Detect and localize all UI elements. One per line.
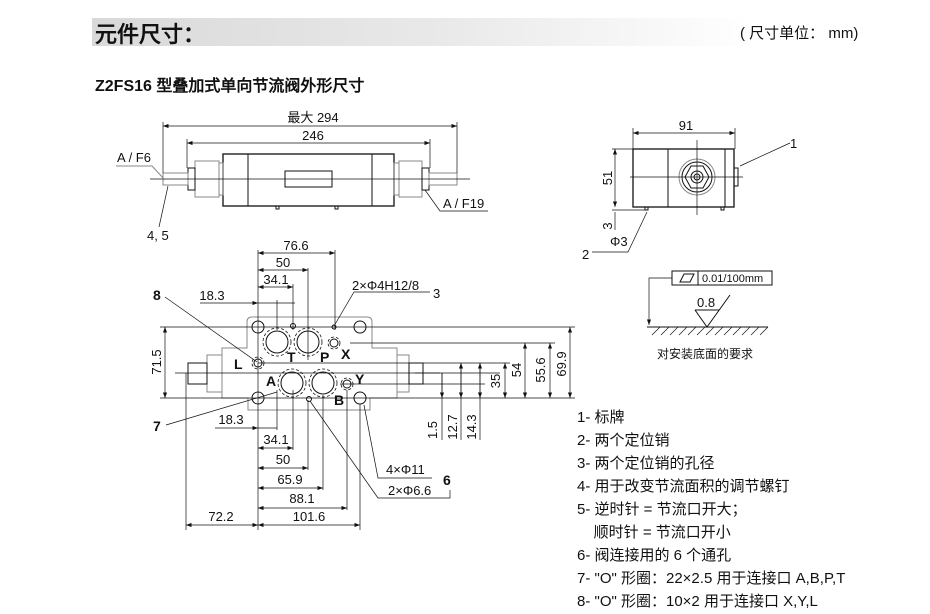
bottom-view: L T P X A Y B 76.6 50 34.1 18.3 18.3 34.… — [149, 238, 575, 530]
dim-91: 91 — [679, 118, 693, 133]
legend-item: 顺时针 = 节流口开小 — [577, 524, 731, 541]
flatness-icon — [679, 273, 695, 283]
surface-caption: 对安装底面的要求 — [657, 346, 753, 361]
dim-12-7: 12.7 — [445, 414, 460, 439]
dim-65-9: 65.9 — [277, 472, 302, 487]
unit-note: ( 尺寸单位： mm) — [740, 25, 859, 42]
dim-3: 3 — [600, 222, 615, 229]
surface-requirement: 0.01/100mm 0.8 对安装底面的要求 — [646, 270, 773, 361]
pin-diameter: Φ3 — [610, 234, 628, 249]
dim-50-top: 50 — [276, 255, 290, 270]
legend-item: 4- 用于改变节流面积的调节螺钉 — [577, 478, 790, 495]
legend-item: 3- 两个定位销的孔径 — [577, 455, 715, 472]
dim-54: 54 — [509, 363, 524, 377]
dim-72-2: 72.2 — [208, 509, 233, 524]
dim-max-294: 最大 294 — [287, 110, 338, 125]
dim-18-3-bottom: 18.3 — [218, 412, 243, 427]
dim-69-9: 69.9 — [554, 351, 569, 376]
port-t: T — [287, 349, 296, 365]
small-holes-spec: 2×Φ6.6 — [388, 483, 431, 498]
callout-6: 6 — [443, 472, 451, 488]
end-view: 91 51 3 Φ3 2 1 — [582, 118, 797, 262]
roughness-icon — [694, 294, 731, 328]
callout-7: 7 — [153, 418, 161, 434]
dim-14-3: 14.3 — [464, 414, 479, 439]
port-x: X — [341, 346, 351, 362]
section-header-bar — [92, 18, 872, 46]
dim-1-5: 1.5 — [425, 421, 440, 439]
port-l: L — [234, 356, 243, 372]
pin-hole-spec: 2×Φ4H12/8 — [352, 278, 419, 293]
dim-71-5: 71.5 — [149, 349, 164, 374]
bolt-holes-spec: 4×Φ11 — [386, 462, 425, 477]
port-b: B — [334, 392, 344, 408]
legend-item: 1- 标牌 — [577, 409, 625, 426]
callout-3: 3 — [433, 286, 440, 301]
legend-list: 1- 标牌 2- 两个定位销 3- 两个定位销的孔径 4- 用于改变节流面积的调… — [577, 406, 845, 613]
dim-35: 35 — [488, 374, 503, 388]
dim-34-1-bottom: 34.1 — [263, 432, 288, 447]
callout-8: 8 — [153, 287, 161, 303]
legend-item: 8- "O" 形圈：10×2 用于连接口 X,Y,L — [577, 593, 818, 610]
port-a: A — [266, 373, 276, 389]
dim-88-1: 88.1 — [289, 491, 314, 506]
legend-item: 5- 逆时针 = 节流口开大； — [577, 501, 747, 518]
dim-18-3-top: 18.3 — [199, 288, 224, 303]
dim-34-1-top: 34.1 — [263, 272, 288, 287]
flatness-value: 0.01/100mm — [702, 273, 763, 285]
callout-1: 1 — [790, 136, 797, 151]
section-title: 元件尺寸： — [95, 22, 206, 47]
dim-101-6: 101.6 — [293, 509, 326, 524]
af-right-label: A / F19 — [443, 196, 484, 211]
dim-55-6: 55.6 — [533, 357, 548, 382]
dim-246: 246 — [302, 128, 324, 143]
port-p: P — [320, 349, 329, 365]
dim-50-bottom: 50 — [276, 452, 290, 467]
roughness-value: 0.8 — [697, 295, 715, 310]
af-left-label: A / F6 — [117, 150, 151, 165]
side-view: 最大 294 246 A / F6 4, 5 A / F19 — [116, 110, 488, 243]
port-y: Y — [355, 371, 365, 387]
callout-4-5: 4, 5 — [147, 228, 169, 243]
legend-item: 7- "O" 形圈：22×2.5 用于连接口 A,B,P,T — [577, 570, 846, 587]
callout-2: 2 — [582, 247, 589, 262]
drawing-title: Z2FS16 型叠加式单向节流阀外形尺寸 — [95, 78, 365, 95]
legend-item: 2- 两个定位销 — [577, 432, 670, 449]
dim-76-6: 76.6 — [283, 238, 308, 253]
dim-51: 51 — [600, 171, 615, 185]
legend-item: 6- 阀连接用的 6 个通孔 — [577, 547, 732, 564]
